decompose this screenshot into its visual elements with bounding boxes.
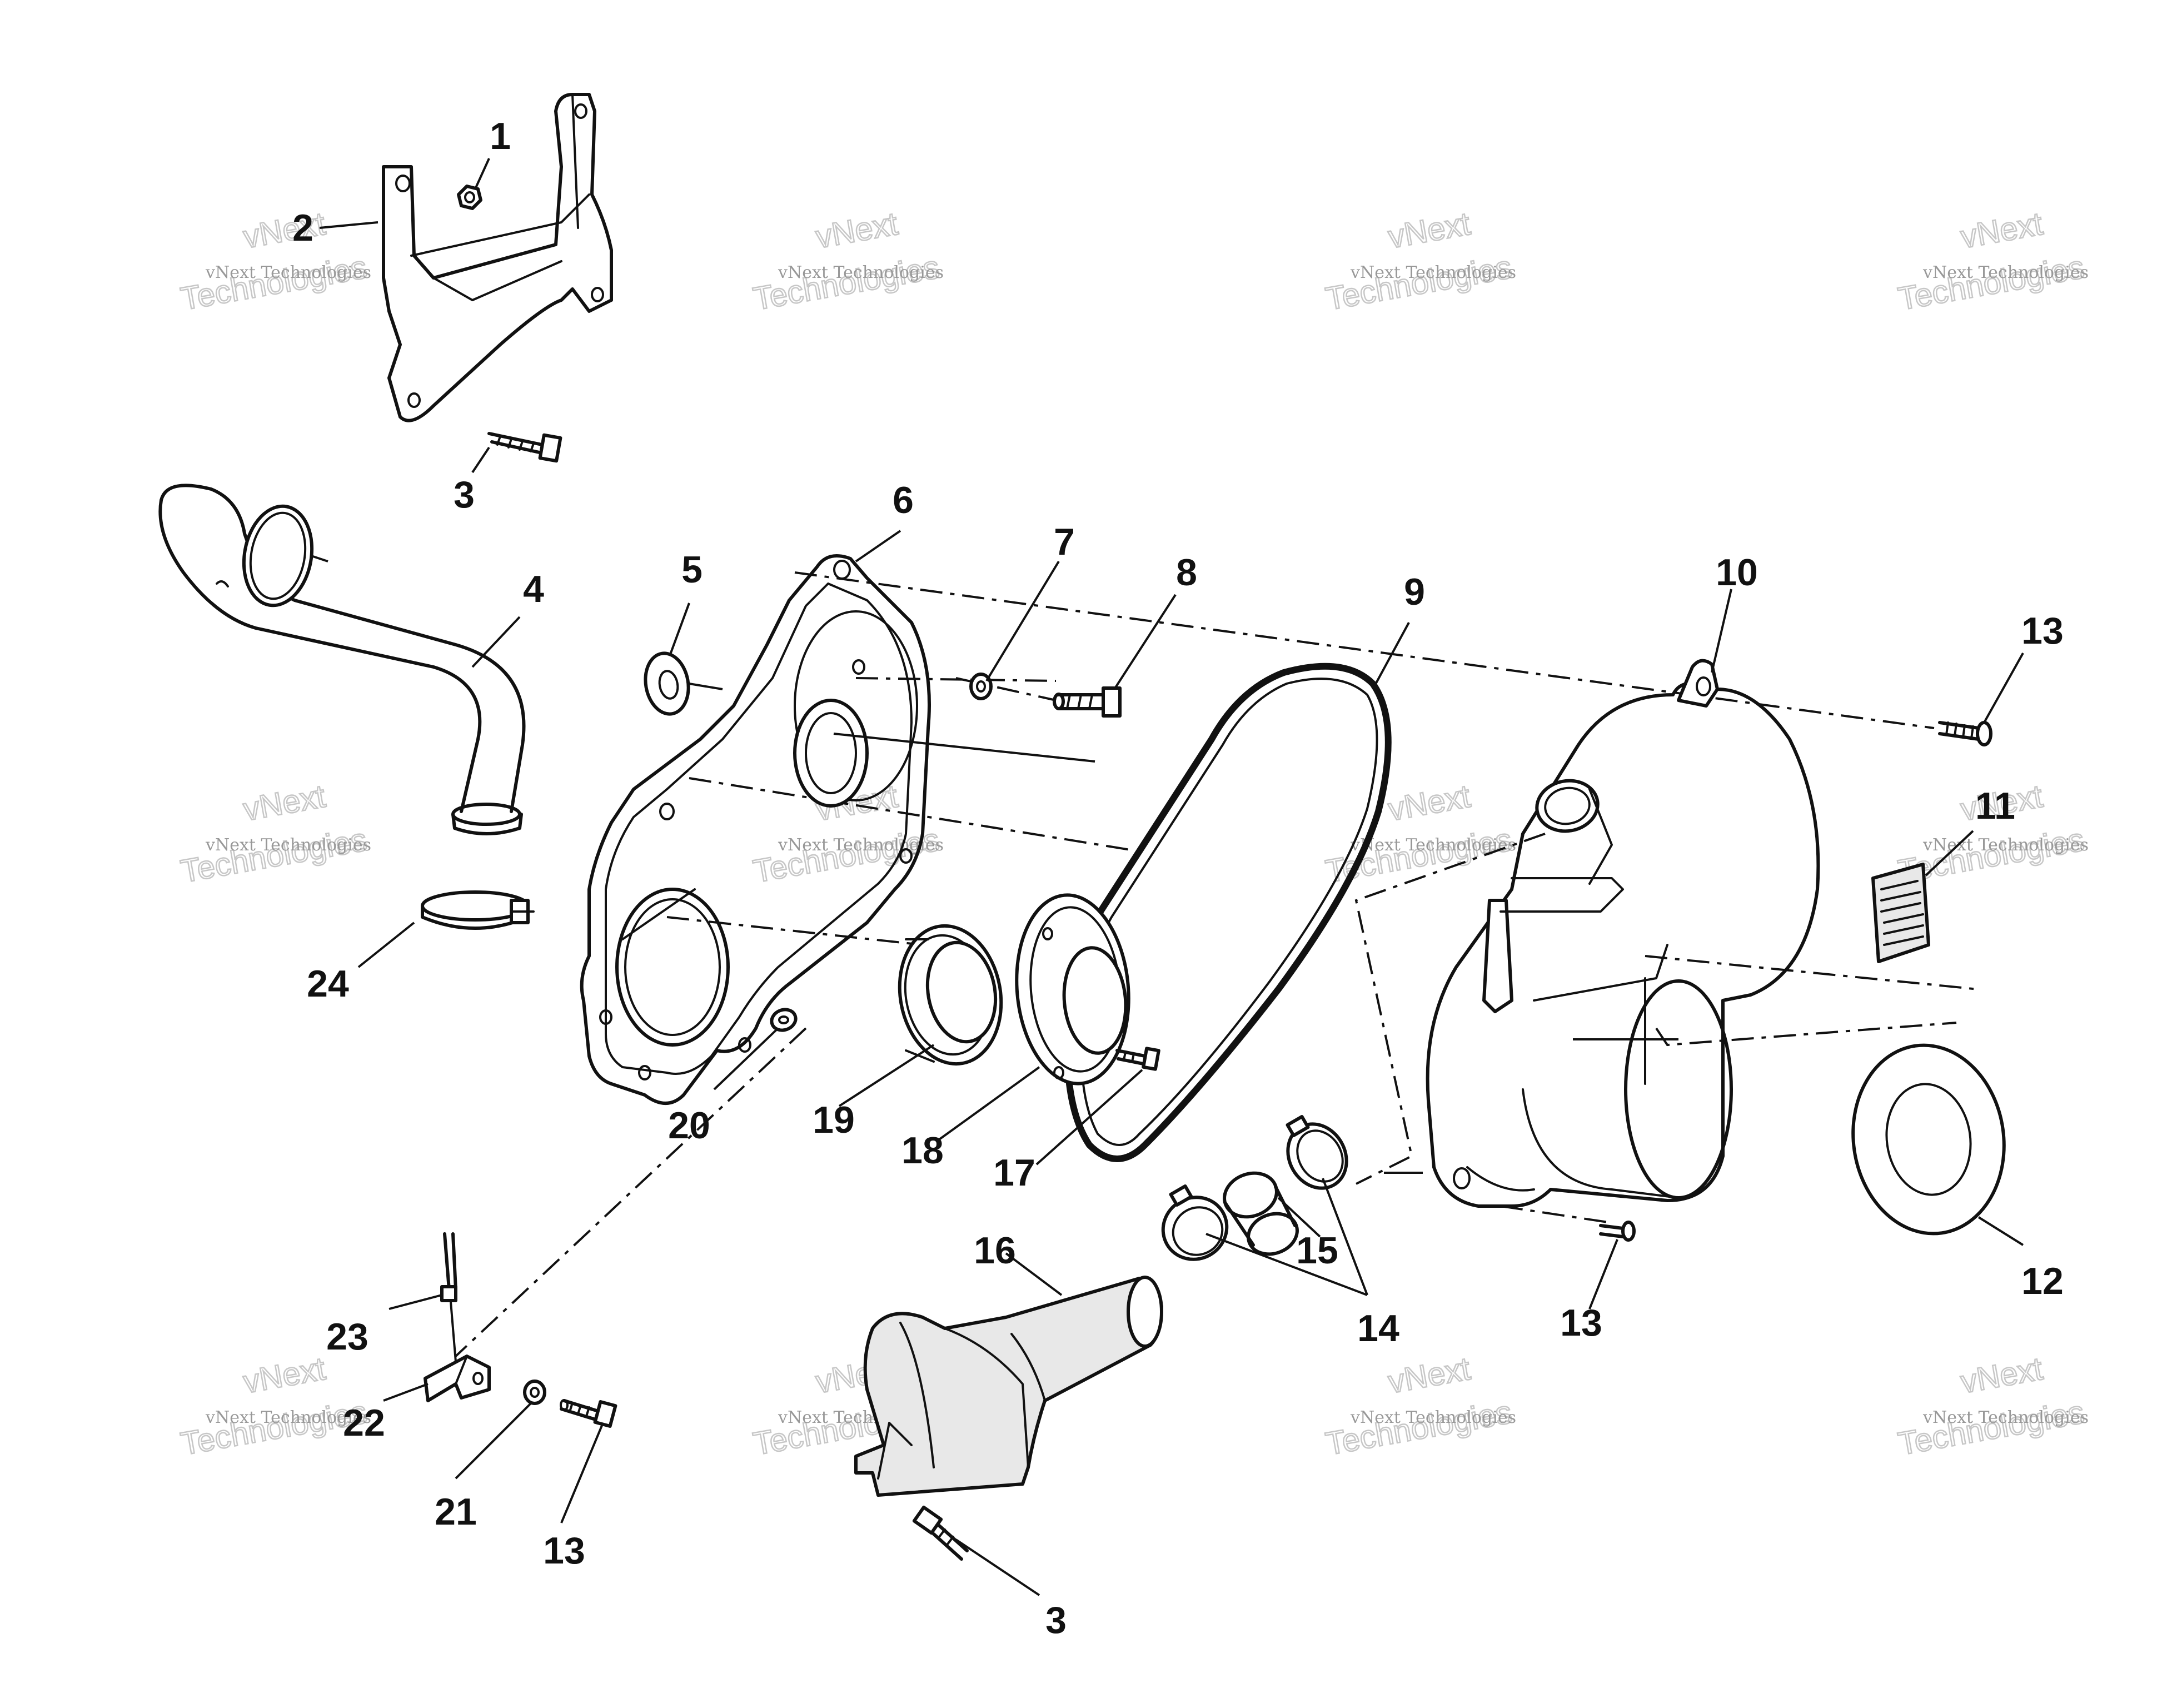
watermark-text-outline: vNext: [813, 206, 900, 256]
watermark-text-outline: vNext: [241, 778, 328, 828]
callout-23: 23: [326, 1316, 368, 1358]
callout-3: 3: [454, 474, 475, 516]
watermark-r3c1: vNext Technologies Technologies vNext: [177, 1350, 371, 1463]
callout-16: 16: [974, 1229, 1016, 1272]
callout-1: 1: [490, 115, 511, 157]
watermark-text-outline: Technologies: [1323, 1394, 1515, 1462]
decal-label: [1871, 863, 1930, 963]
callout-4: 4: [523, 568, 544, 610]
watermark-text-small: vNext Technologies: [1922, 263, 2089, 282]
screw-cover-top: [1938, 721, 1992, 746]
coupler-clamp-right: [1286, 1114, 1348, 1190]
hose-clamp: [421, 890, 535, 930]
callout-7: 7: [1054, 521, 1075, 563]
watermark-text-outline: vNext: [1958, 206, 2045, 256]
callout-10: 10: [1716, 551, 1758, 594]
callout-3: 3: [1045, 1599, 1067, 1641]
watermark-r1c1: vNext Technologies Technologies vNext: [177, 205, 371, 318]
leader-lines: [319, 158, 2024, 1596]
cover-gasket: [1851, 1043, 2006, 1236]
watermark-text-outline: vNext: [1958, 1351, 2045, 1401]
watermark-text-outline: Technologies: [1895, 1394, 2087, 1462]
watermark-text-outline: vNext: [241, 1351, 328, 1401]
intake-hose: [158, 484, 526, 835]
engine-bracket: [382, 93, 613, 422]
callout-13: 13: [1560, 1302, 1602, 1344]
watermark-text-outline: Technologies: [750, 821, 942, 890]
watermark-text-outline: Technologies: [178, 1394, 370, 1462]
watermark-text-outline: Technologies: [178, 821, 370, 890]
watermark-text-small: vNext Technologies: [778, 835, 944, 855]
watermark-text-outline: Technologies: [1895, 249, 2087, 317]
callout-15: 15: [1296, 1229, 1338, 1272]
watermark-text-outline: Technologies: [750, 249, 942, 317]
washer-tiny: [770, 1008, 798, 1032]
watermark-r2c1: vNext Technologies Technologies vNext: [177, 778, 371, 890]
callout-9: 9: [1404, 571, 1425, 613]
watermark-text-small: vNext Technologies: [205, 263, 371, 282]
watermarks: vNext Technologies Technologies vNext vN…: [177, 205, 2089, 1463]
watermark-r3c3: vNext Technologies Technologies vNext: [1322, 1350, 1516, 1463]
watermark-r1c2: vNext Technologies Technologies vNext: [750, 205, 944, 318]
watermark-text-outline: vNext: [1386, 778, 1473, 828]
callout-13: 13: [543, 1530, 585, 1572]
screw-bracket: [560, 1399, 617, 1428]
callout-22: 22: [343, 1402, 385, 1444]
callout-8: 8: [1176, 551, 1197, 594]
inner-belt-case: [580, 554, 1095, 1105]
cap-screw: [1053, 686, 1122, 718]
watermark-text-outline: vNext: [241, 206, 328, 256]
callout-11: 11: [1975, 785, 2015, 827]
callout-5: 5: [681, 549, 703, 591]
watermark-r1c3: vNext Technologies Technologies vNext: [1322, 205, 1516, 318]
callout-17: 17: [993, 1152, 1035, 1194]
screw-cover-bottom: [1599, 1221, 1636, 1242]
pulley: [1015, 893, 1130, 1085]
coupler-clamp-left: [1161, 1184, 1229, 1261]
watermark-r2c3: vNext Technologies Technologies vNext: [1322, 778, 1516, 890]
washer-bracket: [523, 1380, 546, 1405]
watermark-text-small: vNext Technologies: [778, 263, 944, 282]
nut: [457, 185, 482, 210]
intake-duct: [854, 1276, 1163, 1497]
alignment-lines: [455, 571, 1979, 1357]
bolt-upper: [487, 432, 562, 463]
drive-belt: [1064, 663, 1392, 1162]
watermark-text-outline: vNext: [1386, 1351, 1473, 1401]
callout-13: 13: [2021, 610, 2064, 652]
coupler-sleeve: [1223, 1171, 1299, 1256]
washer-large: [644, 651, 723, 716]
watermark-text-small: vNext Technologies: [1922, 1408, 2089, 1427]
callout-6: 6: [893, 479, 914, 521]
callout-18: 18: [901, 1129, 944, 1172]
watermark-text-small: vNext Technologies: [1350, 263, 1516, 282]
bolt-lower: [912, 1505, 969, 1561]
pulley-screw: [1115, 1047, 1160, 1071]
watermark-text-small: vNext Technologies: [1350, 1408, 1516, 1427]
watermark-text-outline: vNext: [1386, 206, 1473, 256]
callout-19: 19: [813, 1099, 855, 1141]
callout-12: 12: [2021, 1260, 2064, 1302]
watermark-r1c4: vNext Technologies Technologies vNext: [1895, 205, 2089, 318]
callout-2: 2: [292, 207, 313, 249]
cable-tie: [440, 1232, 457, 1362]
callout-24: 24: [307, 963, 349, 1005]
oil-seal: [898, 924, 1003, 1066]
outer-belt-cover: [1384, 659, 1820, 1208]
callout-14: 14: [1357, 1307, 1399, 1350]
watermark-r3c4: vNext Technologies Technologies vNext: [1895, 1350, 2089, 1463]
watermark-text-small: vNext Technologies: [205, 835, 371, 855]
callouts: 1 2 3 4 5 6 7 8 9 10 11 12 13 13 14 15 1…: [292, 115, 2064, 1641]
cable-bracket: [424, 1355, 491, 1402]
callout-20: 20: [668, 1104, 710, 1147]
watermark-text-outline: Technologies: [1323, 249, 1515, 317]
watermark-text-small: vNext Technologies: [1350, 835, 1516, 855]
watermark-text-small: vNext Technologies: [205, 1408, 371, 1427]
watermark-text-outline: Technologies: [178, 249, 370, 317]
callout-21: 21: [435, 1491, 477, 1533]
